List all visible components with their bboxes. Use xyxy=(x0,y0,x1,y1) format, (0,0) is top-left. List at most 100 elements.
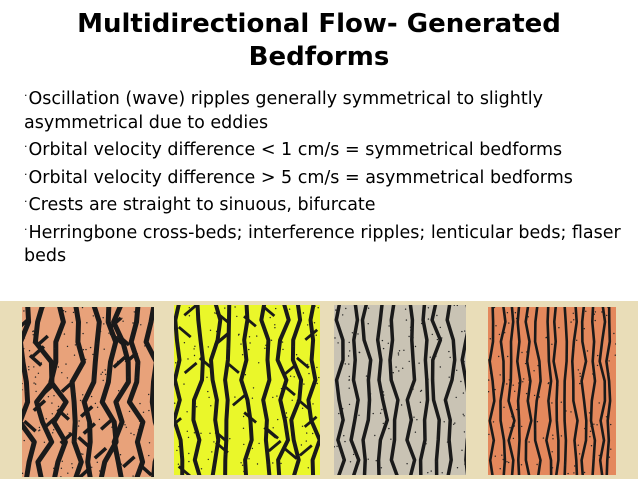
stipple-dot xyxy=(52,432,54,434)
stipple-dot xyxy=(211,451,213,453)
stipple-dot xyxy=(188,315,191,317)
stipple-dot xyxy=(102,317,104,319)
stipple-dot xyxy=(443,421,445,423)
ripple-branch xyxy=(60,380,75,394)
stipple-dot xyxy=(244,456,246,458)
stipple-dot xyxy=(503,460,505,462)
stipple-dot xyxy=(341,417,344,420)
stipple-dot xyxy=(73,354,76,356)
stipple-dot xyxy=(91,466,93,468)
stipple-dot xyxy=(597,354,599,357)
stipple-dot xyxy=(379,412,382,414)
stipple-dot xyxy=(234,396,236,398)
stipple-dot xyxy=(67,472,69,474)
stipple-dot xyxy=(551,467,554,469)
stipple-dot xyxy=(135,376,138,379)
stipple-dot xyxy=(307,467,309,469)
stipple-dot xyxy=(508,461,510,464)
ripple-branch xyxy=(267,439,282,453)
stipple-dot xyxy=(122,320,124,322)
stipple-dot xyxy=(252,387,255,389)
stipple-dot xyxy=(454,422,456,424)
stipple-dot xyxy=(207,390,209,393)
stipple-dot xyxy=(117,360,119,363)
stipple-dot xyxy=(139,402,141,405)
stipple-dot xyxy=(74,393,76,395)
stipple-dot xyxy=(504,332,506,334)
stipple-dot xyxy=(615,343,616,345)
stipple-dot xyxy=(590,445,593,447)
stipple-dot xyxy=(557,384,559,386)
stipple-dot xyxy=(518,382,520,384)
stipple-dot xyxy=(375,460,377,462)
stipple-dot xyxy=(414,431,417,433)
ripple-crest xyxy=(143,307,154,477)
ripple-crest xyxy=(306,305,320,475)
bullet-text: Herringbone cross-beds; interference rip… xyxy=(24,222,621,267)
stipple-dot xyxy=(500,395,503,397)
ripple-branch xyxy=(23,419,37,433)
stipple-dot xyxy=(307,363,309,366)
stipple-dot xyxy=(574,465,576,467)
stipple-dot xyxy=(441,472,443,474)
stipple-dot xyxy=(267,424,269,427)
stipple-dot xyxy=(308,372,310,375)
stipple-dot xyxy=(425,437,427,439)
ripple-branch xyxy=(35,334,49,348)
stipple-dot xyxy=(521,425,523,428)
stipple-dot xyxy=(85,358,87,361)
stipple-dot xyxy=(573,319,575,321)
stipple-dot xyxy=(132,322,134,324)
stipple-dot xyxy=(124,349,126,352)
stipple-dot xyxy=(291,434,293,437)
stipple-dot xyxy=(82,332,84,335)
stipple-dot xyxy=(82,453,84,455)
stipple-dot xyxy=(71,463,73,465)
stipple-dot xyxy=(608,360,610,362)
stipple-dot xyxy=(214,312,216,314)
stipple-dot xyxy=(589,430,592,432)
stipple-dot xyxy=(32,334,34,336)
stipple-dot xyxy=(130,336,133,338)
stipple-dot xyxy=(462,392,465,394)
stipple-dot xyxy=(354,472,356,474)
stipple-dot xyxy=(513,425,516,427)
stipple-dot xyxy=(302,312,305,314)
stipple-dot xyxy=(383,394,385,396)
stipple-dot xyxy=(183,383,185,385)
stipple-dot xyxy=(51,413,53,415)
stipple-dot xyxy=(446,441,449,443)
stipple-dot xyxy=(79,399,82,402)
stipple-dot xyxy=(104,369,106,371)
stipple-dot xyxy=(274,327,276,329)
stipple-dot xyxy=(132,475,134,477)
stipple-dot xyxy=(379,378,381,381)
stipple-dot xyxy=(342,314,344,316)
stipple-dot xyxy=(464,463,466,465)
ripple-crest xyxy=(499,307,507,475)
stipple-dot xyxy=(318,376,320,379)
stipple-dot xyxy=(614,354,616,356)
ripple-branch xyxy=(77,468,90,477)
stipple-dot xyxy=(536,463,538,466)
stipple-dot xyxy=(382,347,385,350)
stipple-dot xyxy=(138,364,140,367)
stipple-dot xyxy=(62,310,65,312)
bullet-list: ·Oscillation (wave) ripples generally sy… xyxy=(24,84,624,269)
stipple-dot xyxy=(340,338,343,340)
stipple-dot xyxy=(72,311,75,314)
stipple-dot xyxy=(187,358,189,360)
stipple-dot xyxy=(518,415,520,418)
stipple-dot xyxy=(528,385,531,387)
ripple-branch xyxy=(183,361,198,375)
ripple-crest xyxy=(48,307,69,477)
stipple-dot xyxy=(23,439,25,442)
stipple-dot xyxy=(241,354,244,356)
stipple-dot xyxy=(270,339,273,341)
stipple-dot xyxy=(509,427,511,429)
stipple-dot xyxy=(263,328,266,330)
stipple-dot xyxy=(579,382,581,385)
stipple-dot xyxy=(593,423,595,425)
stipple-dot xyxy=(358,463,360,465)
stipple-dot xyxy=(57,366,60,368)
